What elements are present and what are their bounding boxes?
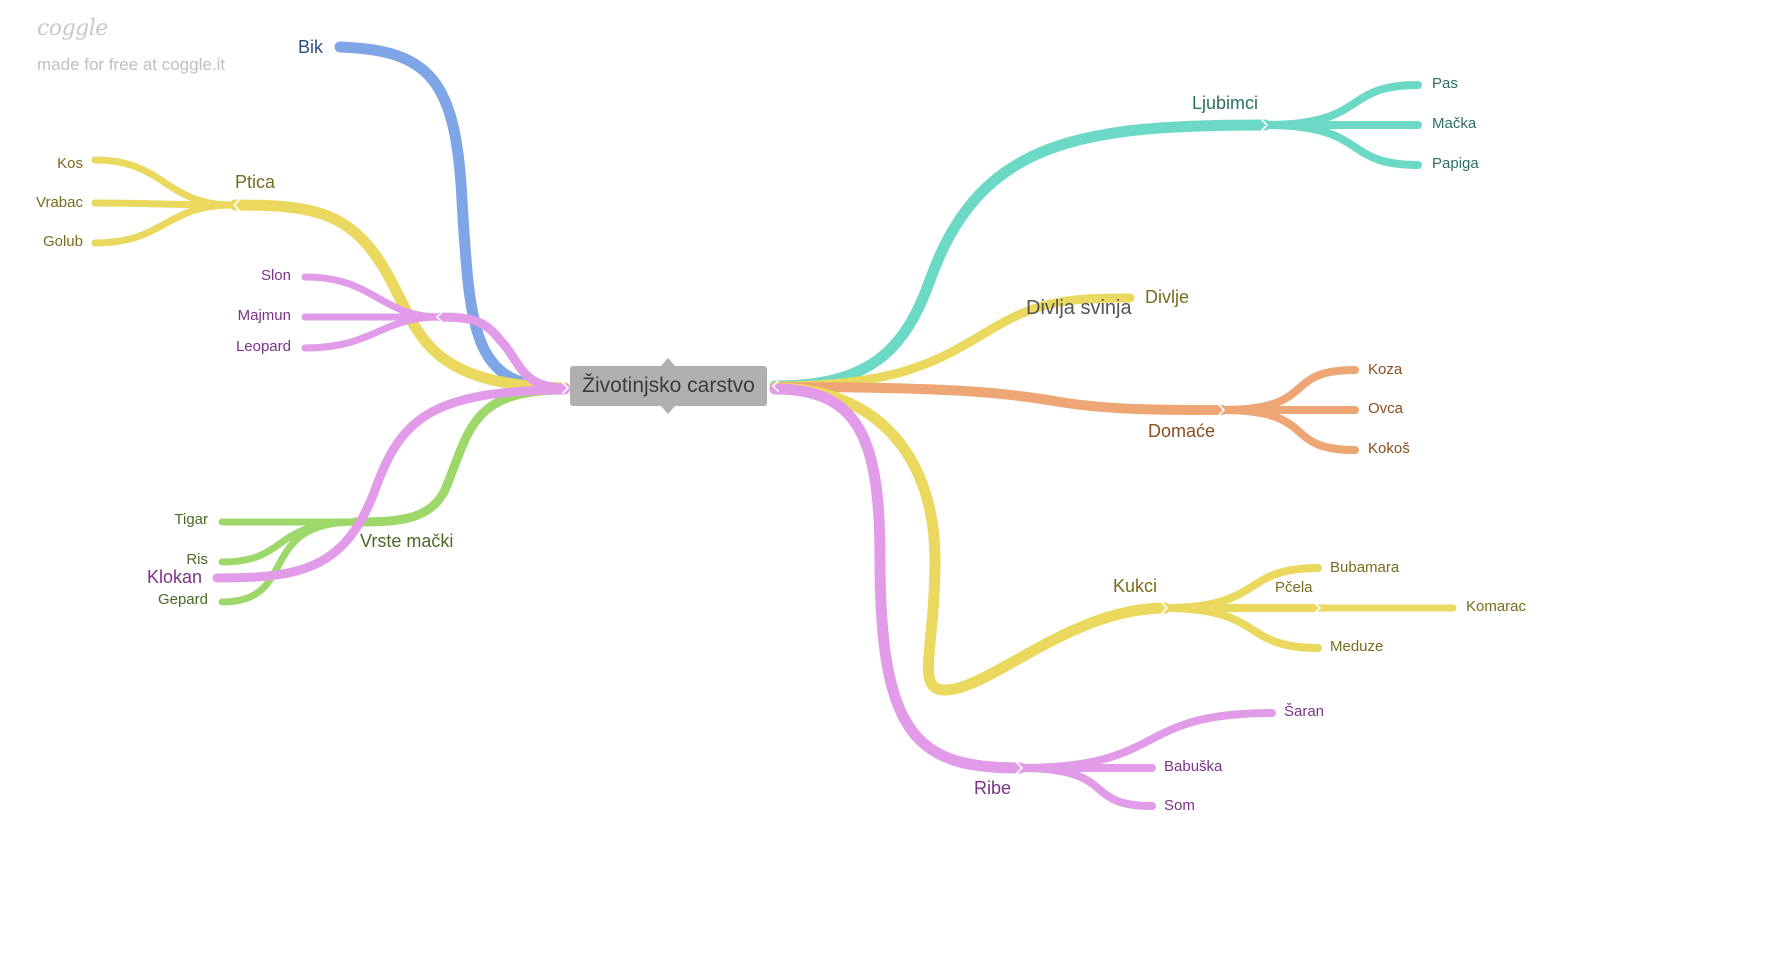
node-kos[interactable]: Kos (57, 155, 83, 172)
node-ribe[interactable]: Ribe (974, 778, 1011, 798)
branch-saran (1016, 709, 1276, 772)
branch-kos (91, 156, 236, 209)
node-ptica[interactable]: Ptica (235, 172, 276, 192)
node-papiga[interactable]: Papiga (1432, 155, 1479, 172)
node-kokos[interactable]: Kokoš (1368, 440, 1410, 457)
root-expand-up-icon[interactable] (661, 358, 675, 366)
junction-chevron (771, 380, 779, 392)
coggle-logo[interactable]: coggle (37, 16, 108, 41)
branch-meduze (1161, 604, 1322, 652)
branch-pas (1261, 81, 1422, 129)
node-gepard[interactable]: Gepard (158, 591, 208, 608)
junction-chevron (562, 382, 570, 394)
branch-klokan (212, 385, 570, 583)
branch-som (1016, 764, 1156, 810)
branch-papiga (1261, 121, 1422, 169)
junction-chevron (232, 199, 240, 211)
junction-chevron (435, 311, 443, 323)
branch-leopard (301, 313, 444, 352)
node-divlje[interactable]: Divlje (1145, 287, 1189, 307)
node-pas[interactable]: Pas (1432, 75, 1458, 92)
root-node[interactable]: Životinjsko carstvo (570, 366, 767, 406)
root-node-label: Životinjsko carstvo (582, 374, 755, 397)
node-komarac[interactable]: Komarac (1466, 598, 1527, 615)
node-slon[interactable]: Slon (261, 267, 291, 284)
branch-ljubimci (769, 119, 1271, 392)
node-meduze[interactable]: Meduze (1330, 638, 1383, 655)
junction-chevron (1016, 762, 1024, 774)
node-babuska[interactable]: Babuška (1164, 758, 1223, 775)
branch-kokos (1218, 406, 1359, 454)
node-ris[interactable]: Ris (186, 551, 208, 568)
branch-golub (91, 201, 236, 247)
branch-vrste-macki (350, 385, 570, 527)
node-ljubimci[interactable]: Ljubimci (1192, 93, 1258, 113)
node-bubamara[interactable]: Bubamara (1330, 559, 1400, 576)
node-koza[interactable]: Koza (1368, 361, 1403, 378)
node-majmun[interactable]: Majmun (238, 307, 291, 324)
junction-chevron (1314, 602, 1322, 614)
root-expand-down-icon[interactable] (661, 406, 675, 414)
branch-zivotinje (435, 312, 570, 393)
node-bik[interactable]: Bik (298, 37, 324, 57)
branch-bik (334, 41, 571, 394)
branch-gepard (218, 518, 359, 606)
branch-kukci (769, 382, 1171, 696)
junction-chevron (1218, 404, 1226, 416)
node-pcela[interactable]: Pčela (1275, 579, 1313, 596)
made-with-coggle-link[interactable]: made for free at coggle.it (37, 55, 226, 74)
node-leopard[interactable]: Leopard (236, 338, 291, 355)
node-som[interactable]: Som (1164, 797, 1195, 814)
node-divlja-svinja[interactable]: Divlja svinja (1026, 297, 1132, 319)
branch-slon (301, 273, 444, 321)
branch-divlje (770, 293, 1135, 391)
junction-chevron (1261, 119, 1269, 131)
node-ovca[interactable]: Ovca (1368, 400, 1404, 417)
node-macka[interactable]: Mačka (1432, 115, 1477, 132)
node-vrste-macki[interactable]: Vrste mački (360, 531, 453, 551)
node-klokan[interactable]: Klokan (147, 567, 202, 587)
node-domace[interactable]: Domaće (1148, 421, 1215, 441)
node-vrabac[interactable]: Vrabac (36, 194, 83, 211)
branch-ptica (229, 199, 571, 394)
junction-chevron (1161, 602, 1169, 614)
node-kukci[interactable]: Kukci (1113, 576, 1157, 596)
node-golub[interactable]: Golub (43, 233, 83, 250)
branch-domace (770, 382, 1227, 415)
node-saran[interactable]: Šaran (1284, 703, 1324, 720)
branch-koza (1218, 366, 1359, 414)
node-tigar[interactable]: Tigar (174, 511, 208, 528)
branch-ribe (769, 383, 1026, 774)
